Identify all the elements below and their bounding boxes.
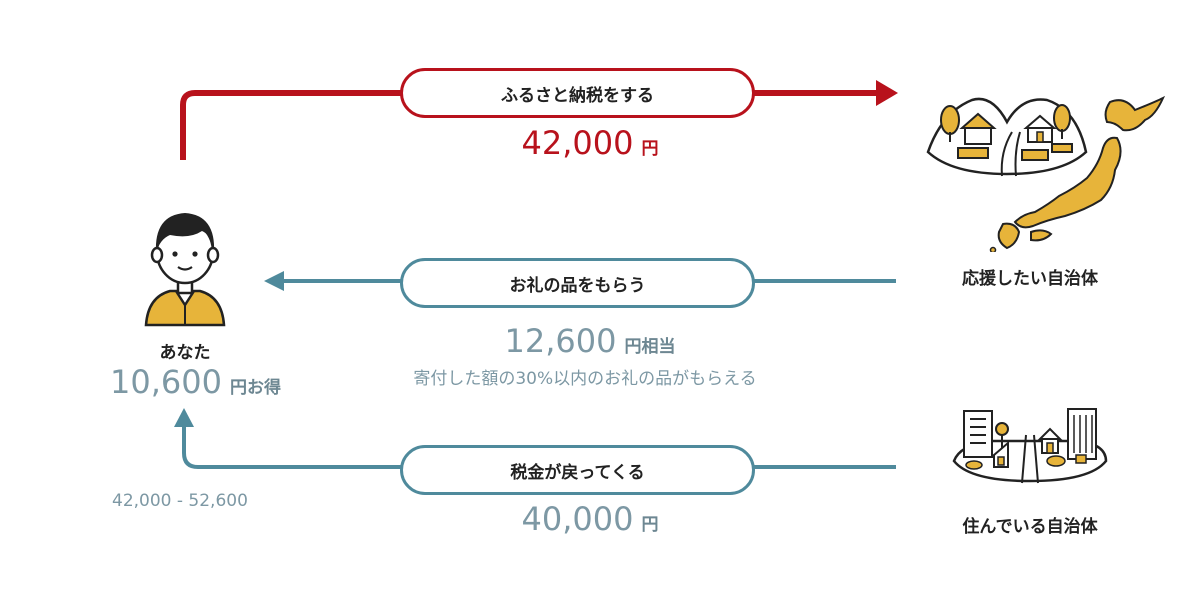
gift-arrowhead: [264, 271, 284, 291]
japan-map-icon: [989, 95, 1166, 252]
refund-label: 税金が戻ってくる: [510, 462, 645, 483]
person-gain-value: 10,600: [110, 363, 222, 401]
countryside-icon: [926, 97, 1088, 177]
donate-arrowhead: [876, 80, 898, 106]
person-gain-unit: 円お得: [229, 378, 281, 398]
gift-pill: お礼の品をもらう: [400, 258, 755, 308]
refund-pill: 税金が戻ってくる: [400, 445, 755, 495]
refund-amount: 40,000 円: [440, 500, 740, 538]
gift-amount-value: 12,600: [504, 322, 617, 360]
refund-amount-unit: 円: [641, 515, 659, 535]
donate-amount: 42,000 円: [440, 124, 740, 162]
gift-amount: 12,600 円相当: [440, 322, 740, 360]
person-label: あなた: [159, 343, 211, 363]
destination-bottom-label: 住んでいる自治体: [962, 517, 1098, 537]
refund-amount-value: 40,000: [521, 500, 634, 538]
person-gain: 10,600 円お得: [110, 363, 330, 401]
donate-arrow: [180, 90, 878, 160]
donate-amount-value: 42,000: [521, 124, 634, 162]
donate-pill: ふるさと納税をする: [400, 68, 755, 118]
gift-note: 寄付した額の30%以内のお礼の品がもらえる: [413, 369, 757, 389]
refund-arrowhead: [174, 408, 194, 427]
donate-label: ふるさと納税をする: [501, 85, 654, 106]
destination-top-label: 応援したい自治体: [962, 269, 1098, 289]
city-icon: [952, 408, 1108, 484]
person-icon: [144, 213, 226, 327]
gift-amount-unit: 円相当: [624, 337, 676, 357]
gift-label: お礼の品をもらう: [509, 275, 646, 296]
refund-arrow: [182, 425, 896, 469]
donate-amount-unit: 円: [641, 139, 659, 159]
refund-range-note: 42,000 - 52,600: [112, 491, 248, 511]
